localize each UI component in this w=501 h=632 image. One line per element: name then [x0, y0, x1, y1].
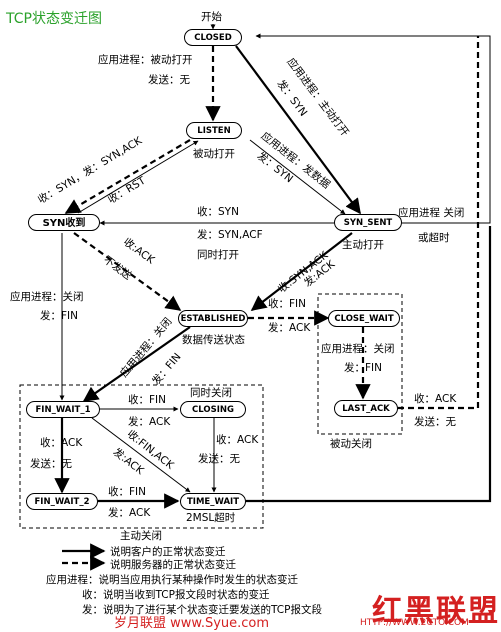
watermark-url: HTTP://WWW.2CTO.COM	[360, 618, 469, 628]
label-closing-send-none: 发送：无	[198, 453, 240, 465]
label-fw1-recv-ack: 收：ACK	[40, 437, 83, 449]
label-app-close-c: 应用进程：关闭	[321, 343, 395, 355]
label-fw2-recv-fin: 收：FIN	[108, 486, 146, 498]
edge-established-finwait1	[82, 326, 191, 402]
label-fw1-recv-fin: 收：FIN	[128, 394, 166, 406]
label-msl-timeout: 2MSL超时	[186, 512, 236, 524]
edge-listen-synrcvd	[64, 139, 191, 214]
watermark-left: 岁月联盟 www.Syue.com	[114, 616, 270, 631]
state-close-wait: CLOSE_WAIT	[328, 310, 400, 327]
label-passive-close: 被动关闭	[330, 438, 372, 450]
label-synsent-close: 应用进程 关闭	[398, 207, 465, 219]
edge-listen-synsent	[249, 139, 346, 215]
legend-server: 说明服务器的正常状态变迁	[110, 559, 236, 571]
legend-recv: 收：说明当收到TCP报文段时状态的变迁	[82, 589, 270, 601]
label-simultaneous-open: 同时打开	[197, 249, 239, 261]
label-app-close-a: 应用进程：关闭	[10, 291, 84, 303]
state-listen: LISTEN	[186, 122, 242, 139]
label-active-open: 主动打开	[342, 239, 384, 251]
label-fw2-send-ack: 发：ACK	[108, 507, 151, 519]
label-synrcvd-recv-syn: 收：SYN	[197, 206, 239, 218]
label-recv-fin-cw: 收：FIN	[268, 298, 306, 310]
label-passive-open-send: 发送：无	[148, 74, 190, 86]
label-synsent-timeout: 或超时	[418, 232, 450, 244]
label-passive-open-app: 应用进程：被动打开	[98, 54, 193, 66]
state-closed: CLOSED	[184, 29, 242, 46]
watermark-brand: 红黑联盟	[372, 594, 500, 629]
legend-send: 发：说明为了进行某个状态变迁要发送的TCP报文段	[82, 604, 322, 616]
label-established-note: 数据传送状态	[182, 334, 245, 346]
label-send-none-la: 发送：无	[414, 416, 456, 428]
state-last-ack: LAST_ACK	[334, 400, 398, 417]
edge-synrcvd-established	[73, 232, 182, 311]
state-fin-wait-2: FIN_WAIT_2	[26, 493, 98, 510]
edge-finwait1-timewait	[91, 417, 191, 493]
passive-close-box	[317, 293, 403, 435]
state-syn-sent: SYN_SENT	[334, 214, 402, 231]
label-active-close: 主动关闭	[120, 530, 162, 542]
start-label: 开始	[201, 11, 222, 23]
edge-synsent-closed	[255, 33, 491, 224]
label-send-fin-a: 发：FIN	[40, 310, 78, 322]
state-time-wait: TIME_WAIT	[180, 493, 246, 510]
diagram-title: TCP状态变迁图	[6, 11, 102, 27]
edge-synrcvd-listen	[77, 140, 199, 214]
edge-lastack-closed	[398, 36, 480, 410]
state-established: ESTABLISHED	[178, 310, 248, 327]
label-fw1-send-ack: 发：ACK	[128, 416, 171, 428]
label-passive-open: 被动打开	[193, 148, 235, 160]
label-recv-ack-la: 收：ACK	[414, 393, 457, 405]
label-send-fin-c: 发：FIN	[344, 362, 382, 374]
edge-closed-synsent	[235, 45, 361, 215]
state-syn-rcvd: SYN收到	[28, 214, 100, 231]
label-simultaneous-close: 同时关闭	[190, 387, 232, 399]
label-send-ack-cw: 发：ACK	[268, 322, 311, 334]
edge-synsent-established	[250, 232, 353, 311]
label-closing-recv-ack: 收：ACK	[216, 434, 259, 446]
active-close-box	[19, 384, 264, 529]
label-fw1-send-none: 发送：无	[30, 458, 72, 470]
edge-timewait-closed	[246, 226, 492, 503]
legend-client: 说明客户的正常状态变迁	[110, 546, 226, 558]
label-synrcvd-send: 发：SYN,ACF	[197, 229, 263, 241]
state-closing: CLOSING	[180, 401, 246, 418]
legend-app: 应用进程：说明当应用执行某种操作时发生的状态变迁	[46, 574, 298, 586]
state-fin-wait-1: FIN_WAIT_1	[26, 401, 100, 418]
